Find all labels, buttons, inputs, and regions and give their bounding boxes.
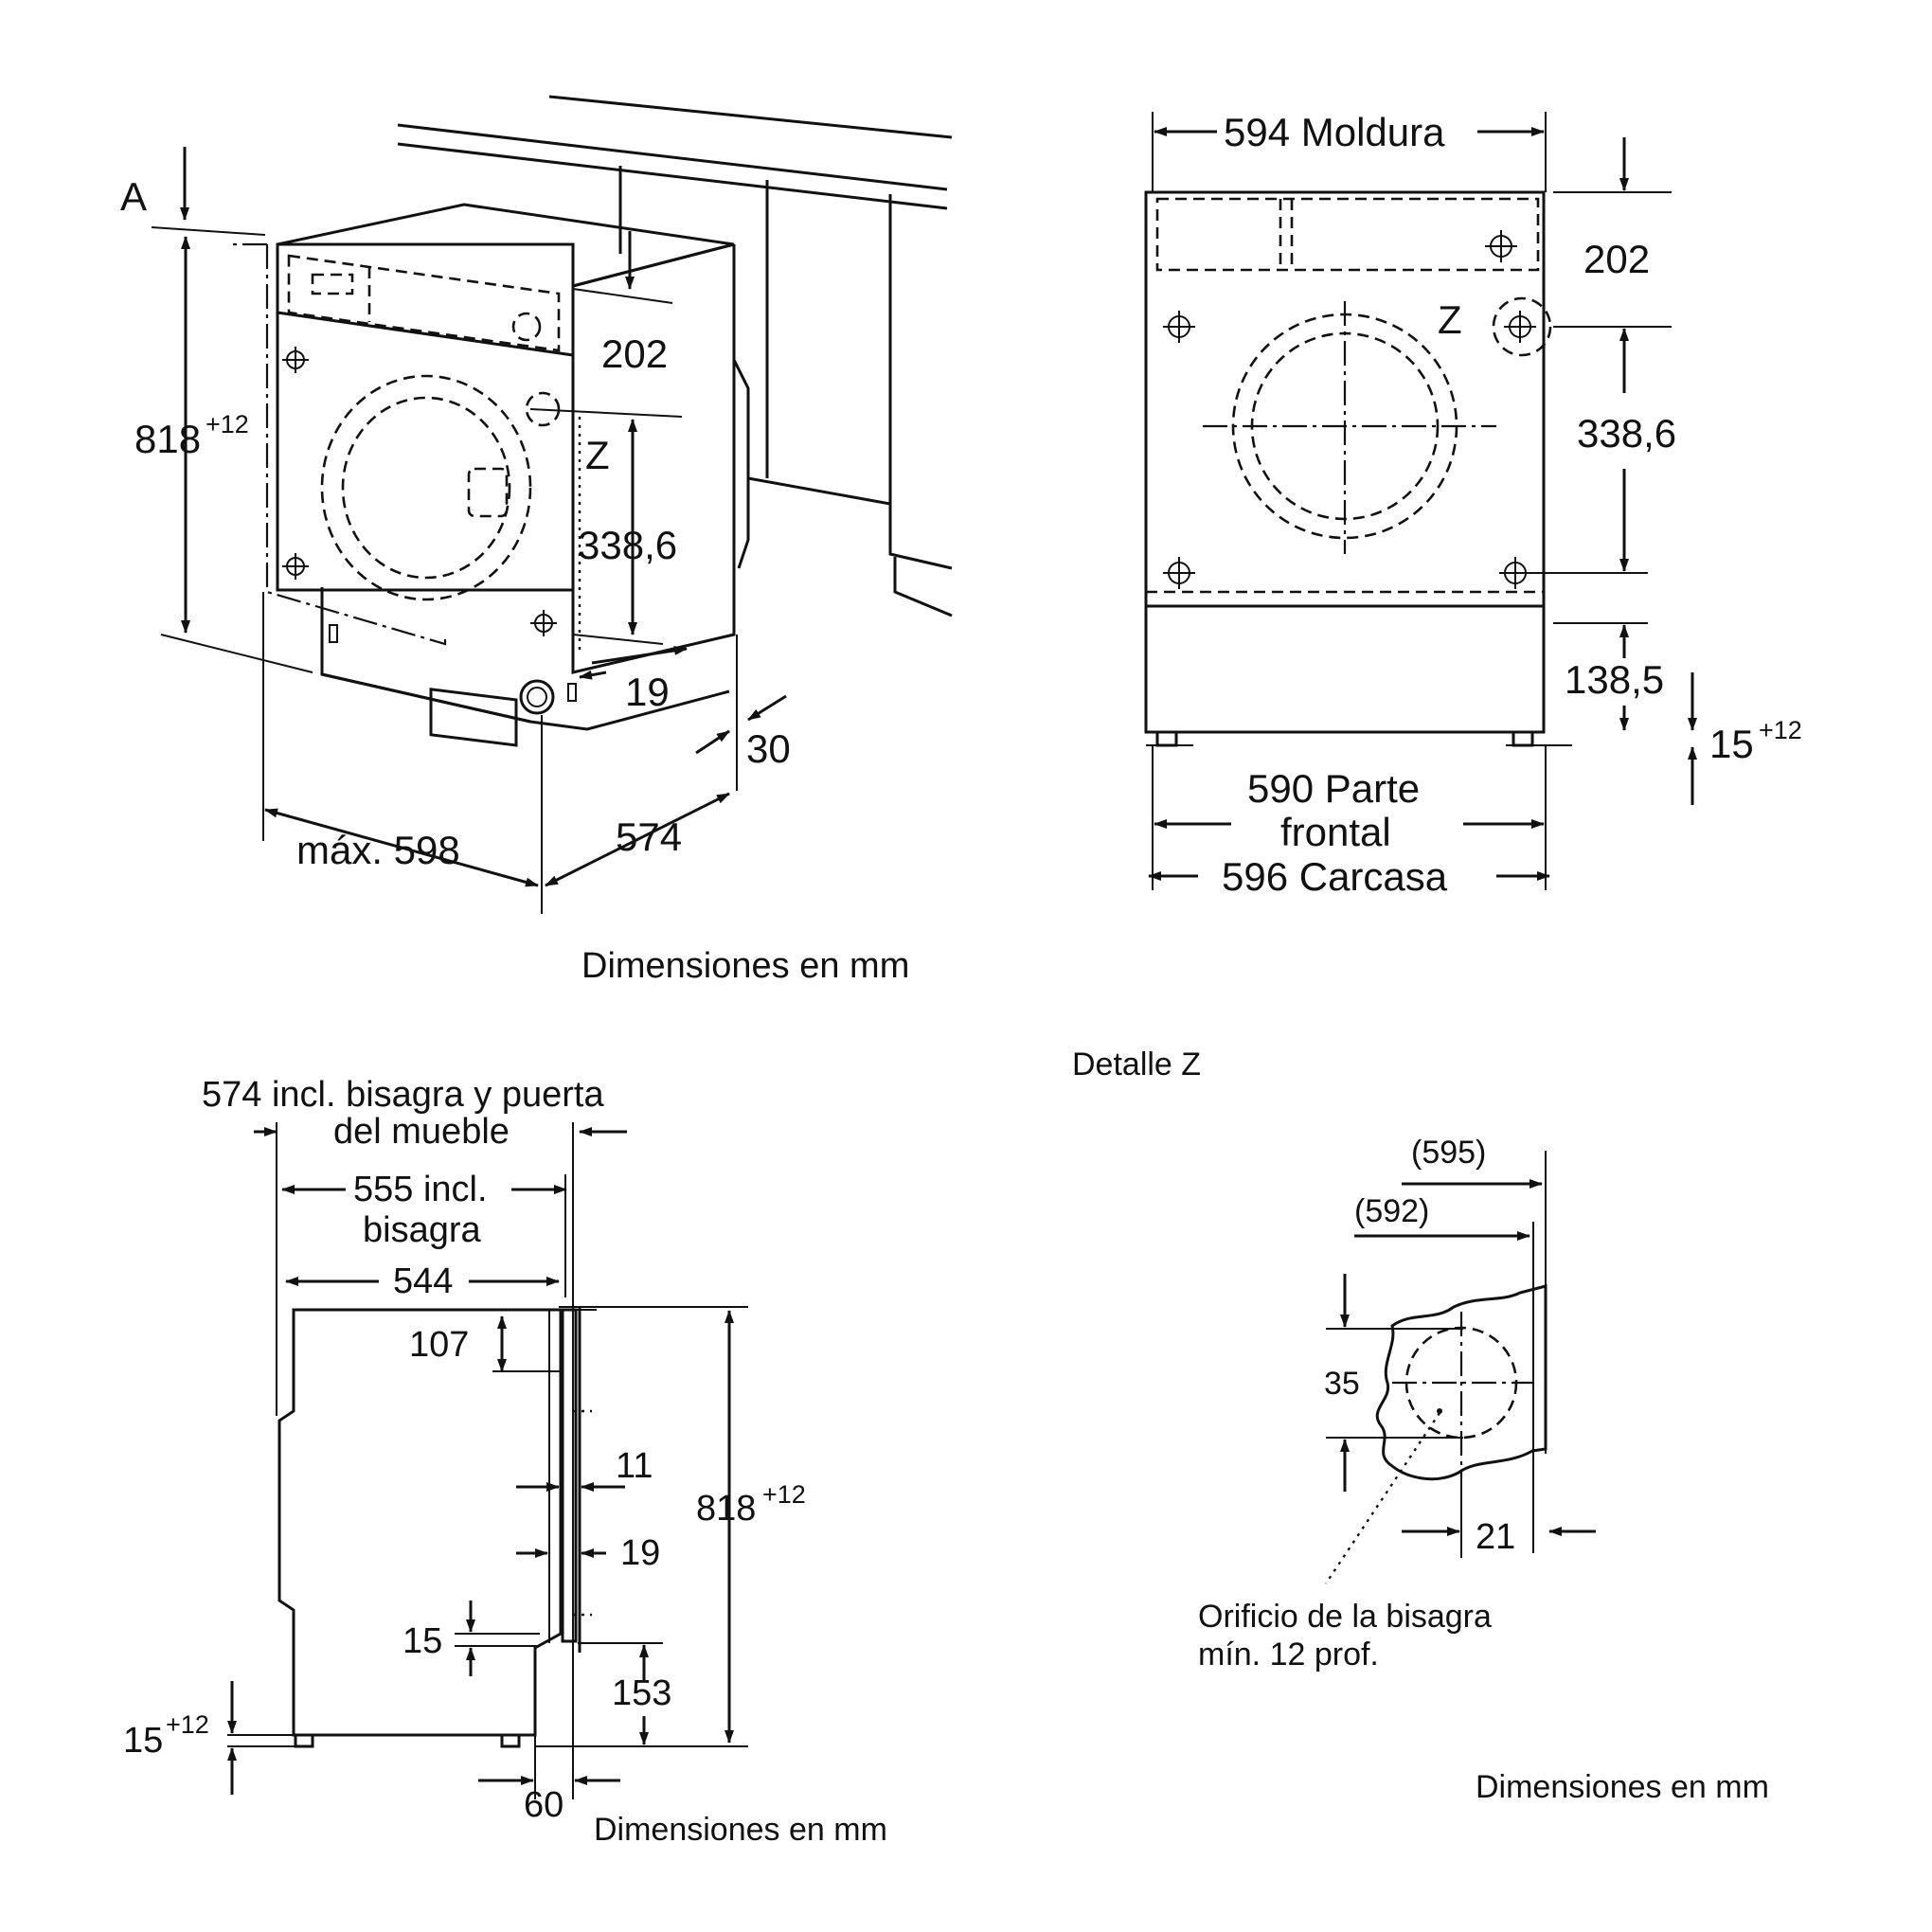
height-label: 818	[134, 417, 201, 461]
bottom-15-label: 15	[402, 1621, 442, 1661]
dim-21-label: 21	[1476, 1517, 1515, 1557]
hinge-height-label-front: 338,6	[1577, 411, 1676, 456]
gap-19-label: 19	[620, 1533, 660, 1573]
dim-595-label: (595)	[1411, 1135, 1486, 1171]
hinge-hole-note-line2: mín. 12 prof.	[1198, 1637, 1379, 1673]
depth-label: 574	[616, 814, 682, 859]
depth-body-label: 544	[393, 1261, 453, 1301]
detail-z: Detalle Z (595) (592) 35 21 Orificio de …	[1072, 1046, 1769, 1805]
side-view: 574 incl. bisagra y puerta del mueble 55…	[123, 1075, 887, 1848]
bottom-153-label: 153	[612, 1673, 671, 1713]
feet-label-side: 15	[123, 1721, 163, 1761]
top-panel-label: 202	[601, 331, 668, 376]
gap-11-label: 11	[616, 1446, 653, 1486]
caption-side: Dimensiones en mm	[594, 1812, 887, 1848]
feet-tolerance-side: +12	[166, 1710, 209, 1739]
height-label-side: 818	[696, 1489, 756, 1529]
base-height-label: 138,5	[1565, 657, 1664, 702]
casing-width-label: 596 Carcasa	[1222, 854, 1448, 899]
front-width-line2: frontal	[1280, 810, 1391, 854]
label-a: A	[120, 174, 147, 219]
feet-tolerance: +12	[1759, 716, 1802, 744]
depth-hinge-line1: 555 incl.	[353, 1170, 488, 1209]
depth-hinge-line2: bisagra	[363, 1210, 481, 1250]
offset-30-label: 30	[746, 726, 791, 771]
top-offset-label: 107	[409, 1325, 469, 1365]
caption-perspective: Dimensiones en mm	[581, 946, 909, 986]
front-view: 594 Moldura 202 Z 338,6 138,5 15 +12 590…	[1144, 110, 1802, 899]
front-width-line1: 590 Parte	[1247, 766, 1420, 811]
detail-z-title: Detalle Z	[1072, 1046, 1201, 1082]
height-tolerance-side: +12	[762, 1480, 806, 1509]
depth-total-line1: 574 incl. bisagra y puerta	[202, 1075, 604, 1115]
z-label-front: Z	[1438, 297, 1462, 342]
top-panel-label-front: 202	[1583, 237, 1650, 281]
caption-detail: Dimensiones en mm	[1476, 1769, 1769, 1805]
perspective-view: A 818 +12 202 Z 338,6 19 30 máx. 598 574	[120, 95, 953, 986]
width-max-label: máx. 598	[296, 828, 460, 872]
dim-592-label: (592)	[1354, 1193, 1429, 1229]
feet-label: 15	[1709, 722, 1754, 766]
hinge-hole-note-line1: Orificio de la bisagra	[1198, 1599, 1492, 1635]
height-tolerance: +12	[206, 410, 249, 438]
hinge-height-label: 338,6	[578, 523, 677, 567]
width-molding-label: 594 Moldura	[1224, 110, 1445, 154]
dim-35-label: 35	[1324, 1366, 1360, 1402]
depth-total-line2: del mueble	[333, 1112, 510, 1152]
z-label: Z	[585, 433, 610, 477]
offset-19-label: 19	[625, 670, 670, 714]
setback-label: 60	[524, 1785, 564, 1825]
